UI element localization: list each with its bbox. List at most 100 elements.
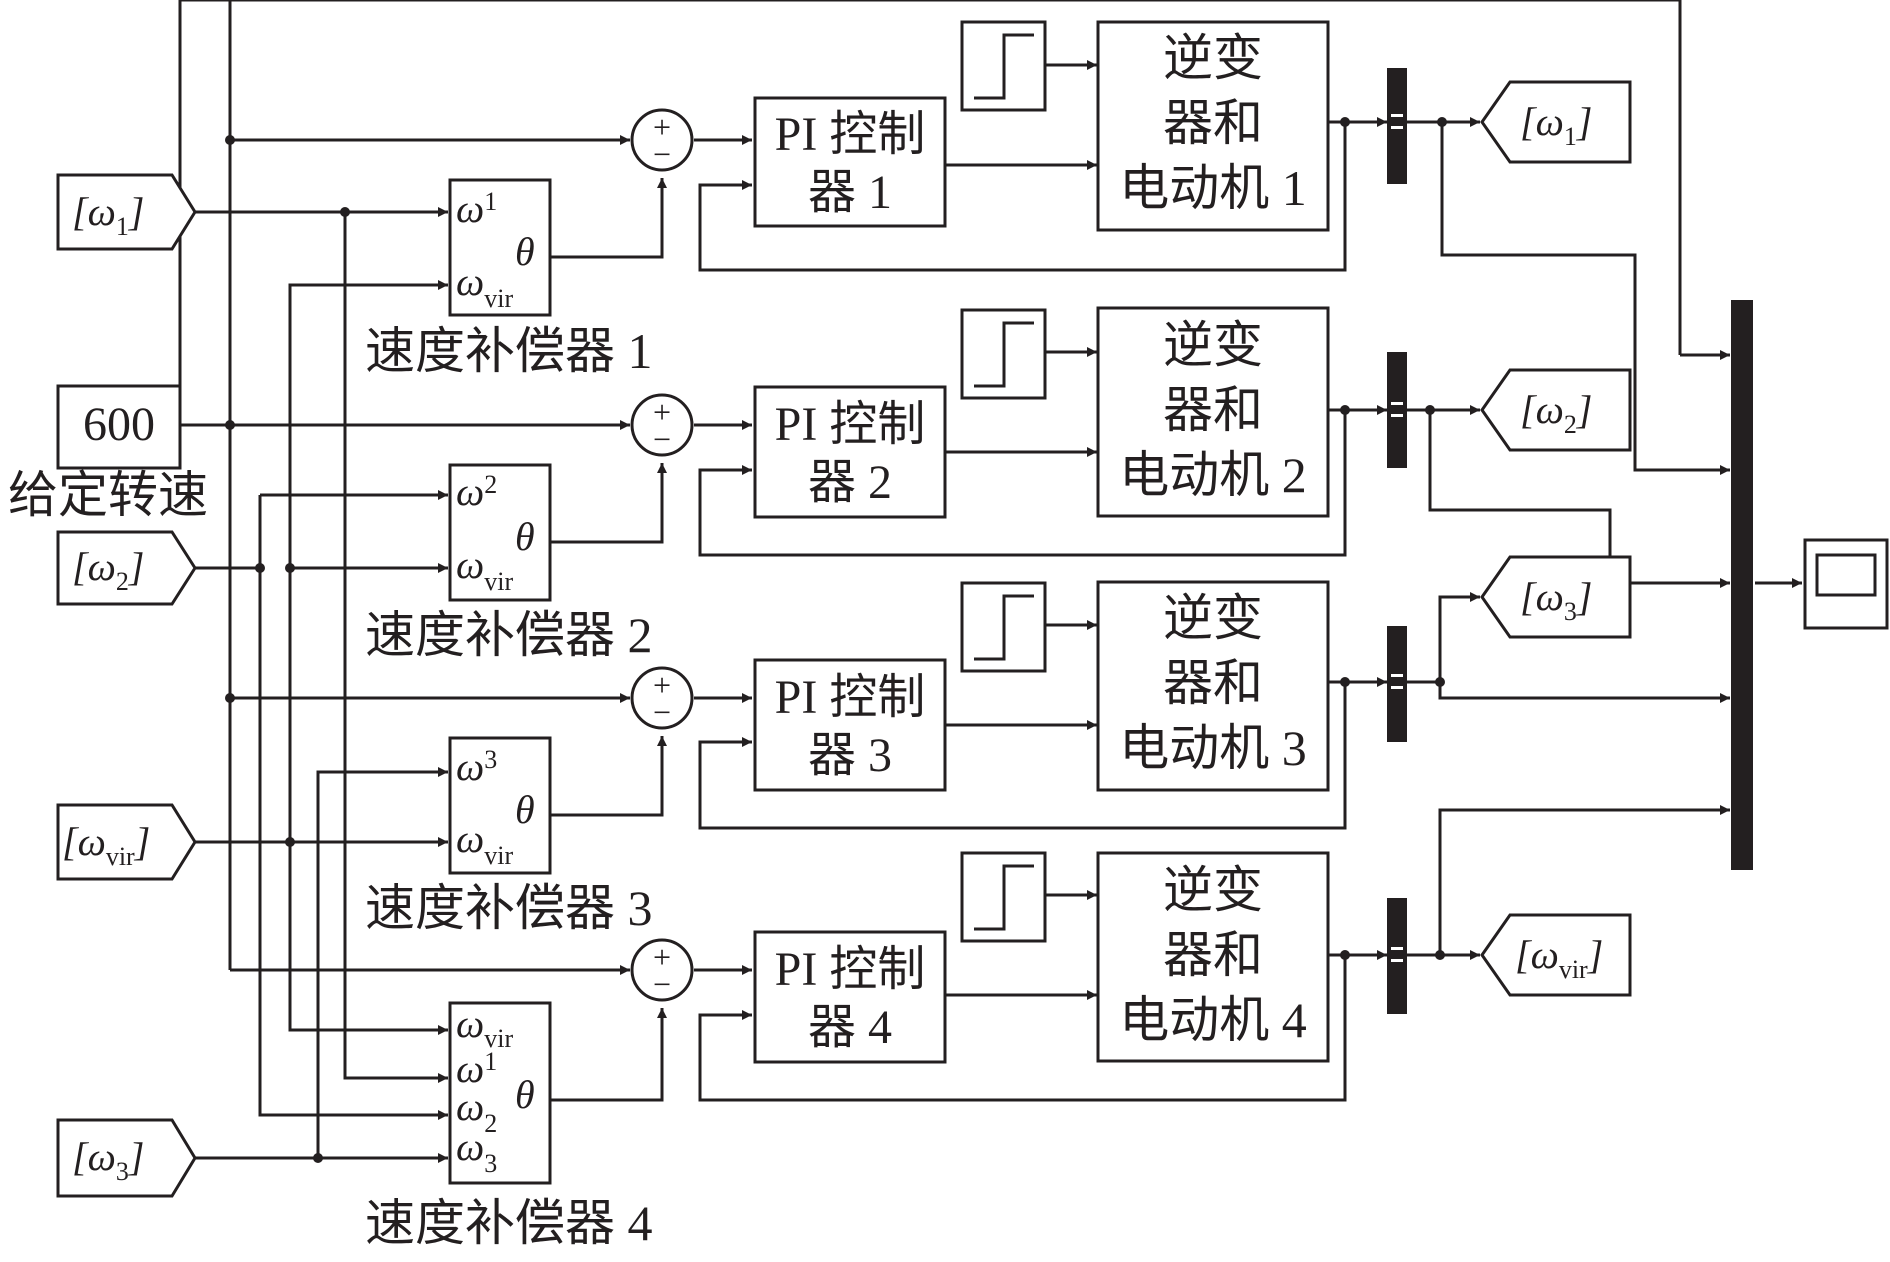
step-block-1 <box>960 20 1047 112</box>
sum-junction-3: + − <box>630 666 694 730</box>
comp2-port2-subscript: vir <box>484 567 513 596</box>
feedback4-line <box>698 955 1347 1102</box>
comp4-port1-subscript: vir <box>484 1024 513 1053</box>
omega1-subscript: 1 <box>116 212 129 241</box>
mux-bar <box>1731 300 1753 870</box>
compensator-2-label: 速度补偿器 2 <box>365 607 653 663</box>
omegavir-symbol: ω <box>78 819 106 864</box>
pi2-label-line2: 器 2 <box>808 456 892 509</box>
goto2-subscript: 2 <box>1564 410 1577 439</box>
motor3-label-line1: 逆变 <box>1163 590 1263 646</box>
comp4-port3-symbol: ω <box>456 1084 484 1129</box>
sum1-minus-sign: − <box>653 136 671 172</box>
pi-controller-1: PI 控制 器 1 <box>753 96 947 228</box>
svg-text:[ω2]: [ω2] <box>1520 387 1592 439</box>
pi4-label-line1: PI 控制 <box>775 943 926 996</box>
omegavir-to-comp1-line <box>288 280 448 842</box>
motor4-label-line1: 逆变 <box>1163 862 1263 918</box>
comp1-port2-subscript: vir <box>484 284 513 313</box>
motor1-label-line1: 逆变 <box>1163 30 1263 86</box>
comp1-port2-symbol: ω <box>456 259 484 304</box>
step-block-4 <box>960 851 1047 943</box>
sum2-minus-sign: − <box>653 421 671 457</box>
svg-text:[ω3]: [ω3] <box>72 1134 144 1186</box>
comp2-to-sum2-line <box>550 463 667 544</box>
compensator-1-label: 速度补偿器 1 <box>365 323 653 379</box>
motor2-label-line2: 器和 <box>1163 382 1263 438</box>
comp3-port2-symbol: ω <box>456 816 484 861</box>
omega2-subscript: 2 <box>116 567 129 596</box>
speed-compensator-2: ω2 ωvir θ <box>448 463 552 602</box>
motor4-label-line3: 电动机 4 <box>1119 992 1307 1048</box>
pi3-label-line2: 器 3 <box>808 729 892 782</box>
comp2-output-theta: θ <box>515 514 535 559</box>
compensator-3-label: 速度补偿器 3 <box>365 880 653 936</box>
step-block-3 <box>960 581 1047 673</box>
inverter-motor-1: 逆变 器和 电动机 1 <box>1096 20 1330 232</box>
motor1-label-line3: 电动机 1 <box>1119 160 1307 216</box>
scope-block <box>1803 538 1889 630</box>
goto3-subscript: 3 <box>1564 597 1577 626</box>
comp1-output-theta: θ <box>515 229 535 274</box>
goto4-symbol: ω <box>1531 932 1559 977</box>
motor2-label-line1: 逆变 <box>1163 317 1263 373</box>
demux-bar-4 <box>1387 898 1407 1014</box>
sum4-plus-sign: + <box>653 939 671 975</box>
inverter-motor-2: 逆变 器和 电动机 2 <box>1096 306 1330 518</box>
sum-junction-2: + − <box>630 393 694 457</box>
omega2-symbol: ω <box>88 544 116 589</box>
demux1-to-mux-line <box>1440 122 1730 475</box>
feedback3-line <box>698 682 1347 830</box>
svg-text:[ω1]: [ω1] <box>72 189 144 241</box>
comp4-port3-subscript: 2 <box>484 1109 497 1138</box>
feedback2-line <box>698 410 1347 557</box>
motor2-label-line3: 电动机 2 <box>1119 447 1307 503</box>
goto3-symbol: ω <box>1536 574 1564 619</box>
demux-bar-1 <box>1387 68 1407 184</box>
demux-bar-3 <box>1387 626 1407 742</box>
svg-text:ωvir: ωvir <box>456 542 513 596</box>
omega3-subscript: 3 <box>116 1157 129 1186</box>
pi-controller-3: PI 控制 器 3 <box>753 658 947 792</box>
sum3-plus-sign: + <box>653 667 671 703</box>
omega2-to-comp4-line <box>258 495 448 1120</box>
goto-tag-omega3: [ω3] <box>1480 555 1632 639</box>
demux-bar-2 <box>1387 352 1407 468</box>
svg-text:ωvir: ωvir <box>456 1001 513 1053</box>
omega3-to-comp3-line <box>316 767 448 1158</box>
goto4-subscript: vir <box>1559 955 1588 984</box>
comp3-output-theta: θ <box>515 787 535 832</box>
comp3-to-sum3-line <box>550 736 667 817</box>
svg-text:ω1: ω1 <box>456 186 497 231</box>
omegavir-subscript: vir <box>106 842 135 871</box>
motor4-label-line2: 器和 <box>1163 927 1263 983</box>
demux3-to-mux-line <box>1438 682 1730 703</box>
svg-text:ω2: ω2 <box>456 1084 497 1138</box>
comp1-port1-subscript: 1 <box>484 187 497 216</box>
inverter-motor-4: 逆变 器和 电动机 4 <box>1096 851 1330 1063</box>
step-block-2 <box>960 308 1047 400</box>
feedback1-line <box>698 122 1347 272</box>
comp3-port1-symbol: ω <box>456 744 484 789</box>
svg-text:[ω3]: [ω3] <box>1520 574 1592 626</box>
sum-junction-4: + − <box>630 938 694 1002</box>
from-tag-omega3: [ω3] <box>56 1118 197 1198</box>
omegavir-to-comp4-line <box>288 842 448 1035</box>
svg-text:[ω2]: [ω2] <box>72 544 144 596</box>
junction-dots <box>225 117 1447 1163</box>
demux3-to-goto3-line <box>1407 592 1480 684</box>
svg-text:[ω1]: [ω1] <box>1520 99 1592 151</box>
pi-controller-2: PI 控制 器 2 <box>753 385 947 519</box>
comp3-port2-subscript: vir <box>484 841 513 870</box>
speed-compensator-1: ω1 ωvir θ <box>448 178 552 317</box>
goto-tag-omega2: [ω2] <box>1480 368 1632 452</box>
omega1-symbol: ω <box>88 189 116 234</box>
sum2-plus-sign: + <box>653 394 671 430</box>
comp4-port2-symbol: ω <box>456 1046 484 1091</box>
svg-text:ω3: ω3 <box>456 744 497 789</box>
comp4-port4-subscript: 3 <box>484 1149 497 1178</box>
svg-text:ωvir: ωvir <box>456 816 513 870</box>
pi1-label-line1: PI 控制 <box>775 108 926 161</box>
comp1-port1-symbol: ω <box>456 186 484 231</box>
goto-tag-omega1: [ω1] <box>1480 80 1632 164</box>
